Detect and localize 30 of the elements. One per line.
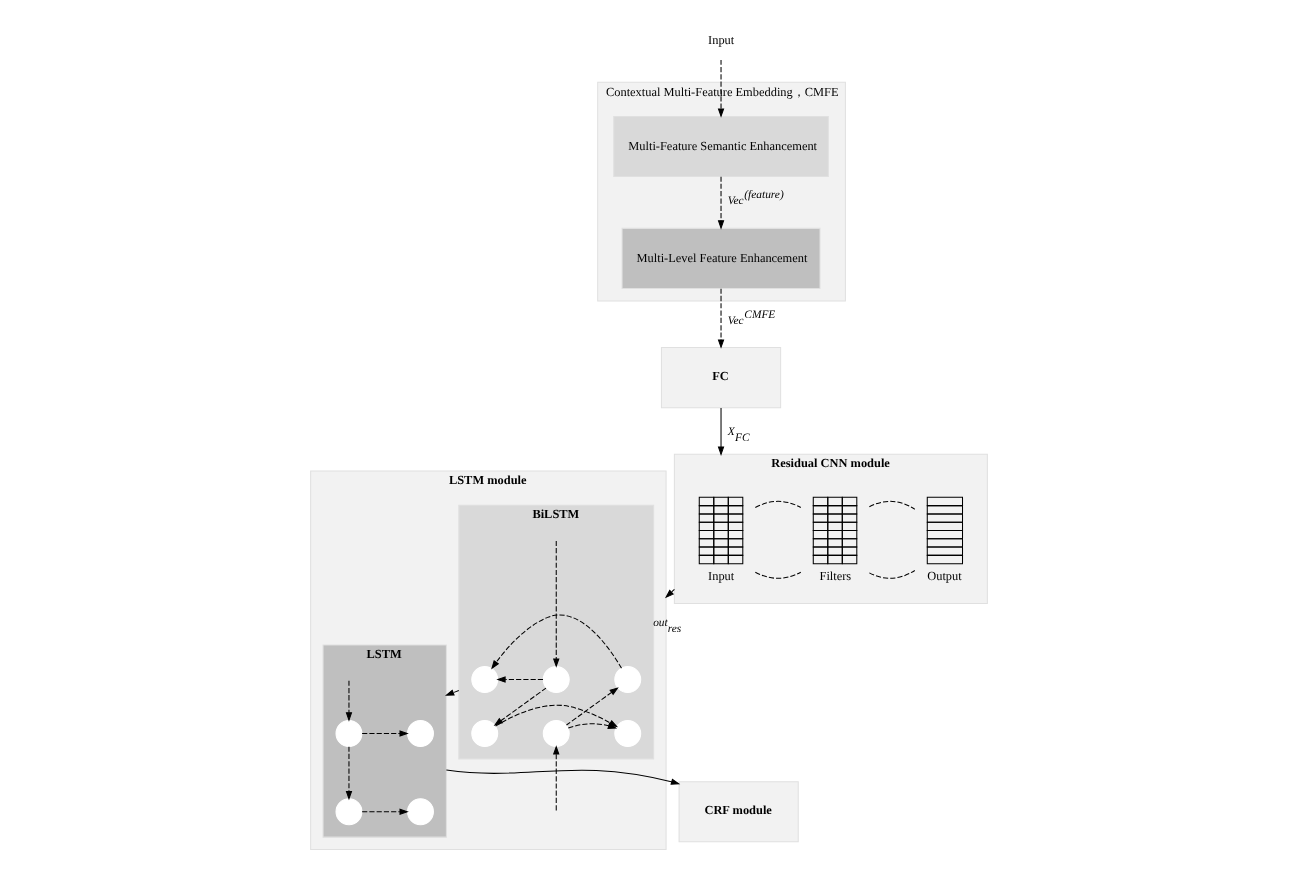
- arrow: [445, 768, 681, 784]
- node-circle: [335, 719, 363, 746]
- connector: [754, 570, 802, 578]
- node-circle: [542, 665, 570, 693]
- node-circle: [335, 797, 363, 825]
- arrow: [717, 406, 725, 455]
- node-circle: [471, 665, 499, 693]
- arrow: [552, 744, 560, 811]
- arrow: [717, 287, 725, 348]
- arrow: [361, 807, 409, 814]
- arrow: [567, 721, 618, 728]
- arrow: [717, 175, 725, 229]
- arrow: [664, 587, 675, 598]
- arrow: [491, 613, 622, 669]
- node-circle: [407, 719, 434, 746]
- arrow: [552, 539, 560, 667]
- arrow: [496, 675, 544, 682]
- arrow: [345, 745, 353, 800]
- arrow: [345, 679, 353, 721]
- connector: [754, 499, 802, 507]
- node-circle: [471, 719, 499, 746]
- arrow: [717, 58, 725, 117]
- arrow: [361, 729, 409, 736]
- connector: [868, 568, 916, 578]
- connector: [868, 499, 916, 509]
- node-circle: [614, 665, 642, 693]
- node-circle: [614, 719, 642, 746]
- node-circle: [542, 719, 570, 746]
- arrow: [444, 688, 460, 695]
- node-circle: [407, 797, 434, 825]
